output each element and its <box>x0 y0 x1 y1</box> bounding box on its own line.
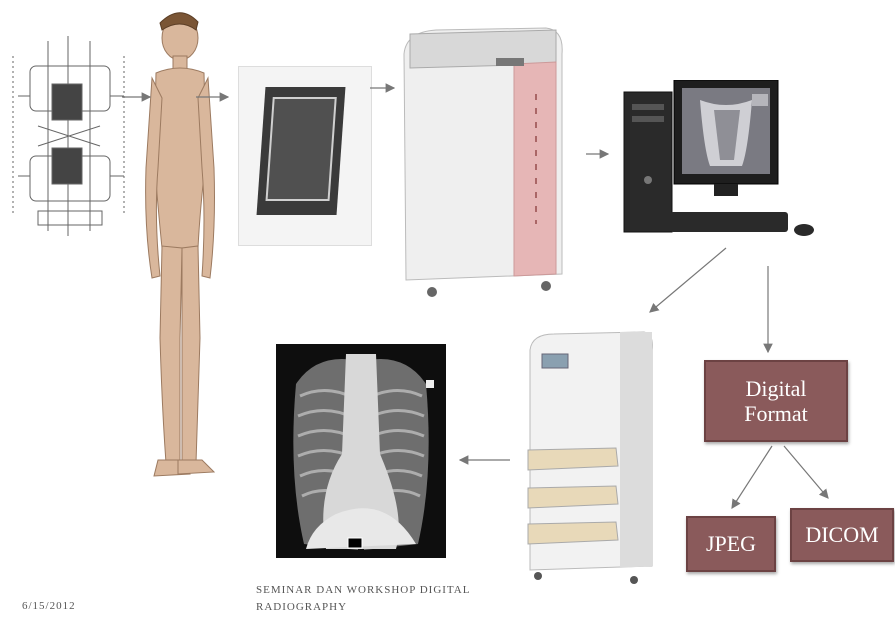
workstation-computer <box>618 80 818 240</box>
laser-imager <box>524 330 658 592</box>
xray-tube-schematic <box>8 36 130 236</box>
digital-format-label: Digital Format <box>744 376 808 427</box>
footer-date: 6/15/2012 <box>22 600 76 612</box>
arrow-format-to-dicom <box>784 446 828 498</box>
dicom-label: DICOM <box>805 522 878 547</box>
image-plate-photo <box>238 66 372 246</box>
image-plate-cassette <box>257 87 346 215</box>
digital-format-box: Digital Format <box>704 360 848 442</box>
patient-figure <box>140 8 222 478</box>
jpeg-box: JPEG <box>686 516 776 572</box>
cr-reader-machine <box>396 24 568 300</box>
chest-xray-film <box>276 344 446 558</box>
arrow-format-to-jpeg <box>732 446 772 508</box>
jpeg-label: JPEG <box>706 531 756 556</box>
footer-title-line1: SEMINAR DAN WORKSHOP DIGITAL <box>256 584 470 596</box>
dicom-box: DICOM <box>790 508 894 562</box>
arrow-workstation-to-imager <box>650 248 726 312</box>
footer-title-line2: RADIOGRAPHY <box>256 601 347 613</box>
